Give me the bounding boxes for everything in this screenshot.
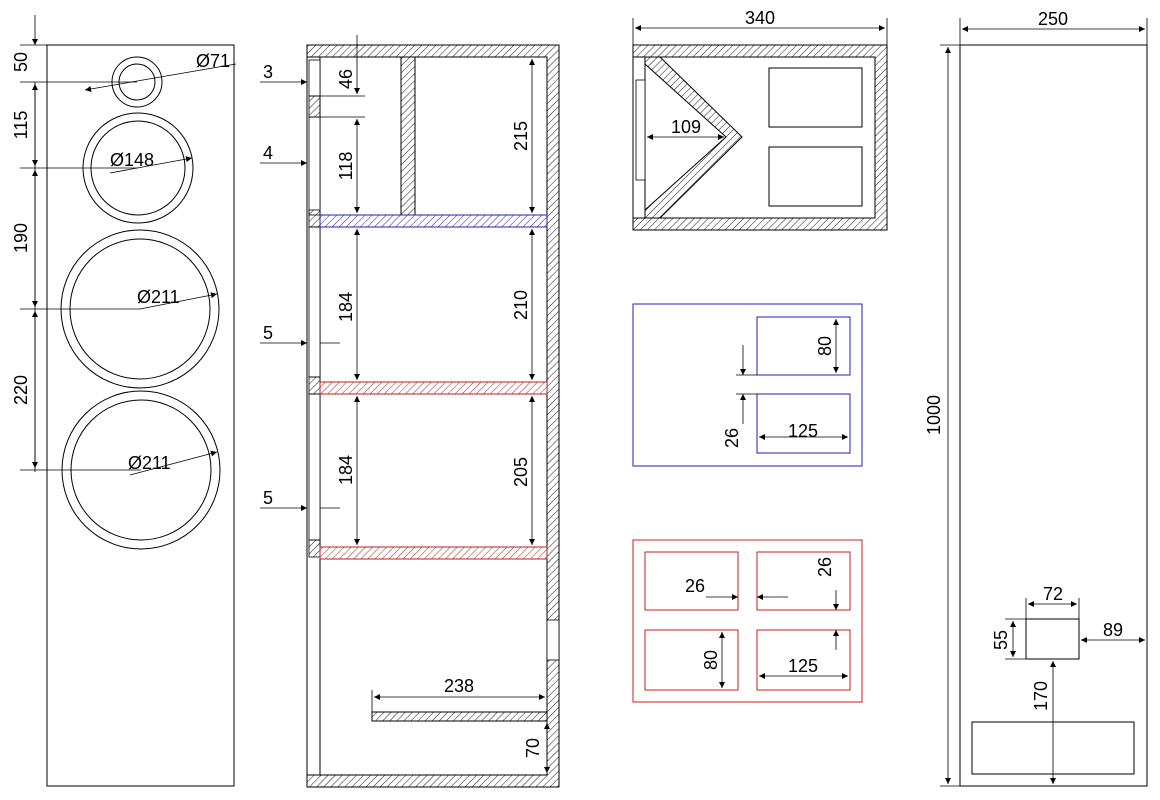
dim-184b: 184	[336, 455, 356, 485]
dim-118: 118	[336, 152, 356, 181]
dim-wall-3: 3	[263, 62, 273, 82]
red-dim-26-h: 26	[685, 576, 705, 596]
tweeter-v-enclosure	[644, 56, 743, 219]
red-dim-125: 125	[788, 656, 818, 676]
top-opening-1	[768, 67, 863, 128]
dim-70: 70	[523, 738, 543, 758]
top-view: 340 109	[632, 8, 888, 231]
red-shelf-section-1	[319, 381, 548, 395]
dia-leader-woofer1	[139, 292, 218, 310]
dim-mid-woofer1: 190	[11, 223, 31, 253]
front-baffle-outline	[46, 44, 235, 787]
dia-leader-mid	[109, 156, 193, 174]
red-shelf-opening-4	[756, 629, 851, 691]
dia-leader-woofer2	[129, 450, 218, 476]
tweeter-mid-partition	[400, 56, 416, 216]
section-view: 3 4 5 5 46 118 184 184 215 210 205 238 7…	[260, 35, 560, 788]
dim-72: 72	[1043, 584, 1063, 604]
dia-woofer2: Ø211	[128, 453, 171, 473]
blue-dim-125: 125	[788, 421, 818, 441]
blue-dim-80: 80	[815, 336, 835, 356]
blue-shelf-plan: 80 26 125	[632, 303, 863, 467]
side-view: 250 1000 72 55 89 170	[924, 9, 1148, 787]
dim-wall-5a: 5	[263, 323, 273, 343]
blue-shelf-outline	[632, 303, 863, 467]
red-shelf-opening-1	[644, 551, 739, 611]
dim-184a: 184	[336, 292, 356, 322]
side-panel-outline	[959, 44, 1148, 787]
dim-170: 170	[1031, 681, 1051, 711]
blue-shelf-opening-2	[756, 393, 851, 454]
front-view: 50 115 190 220 Ø71 Ø148 Ø211 Ø211	[11, 15, 237, 787]
red-shelf-outline	[632, 539, 863, 703]
dia-tweeter: Ø71	[196, 51, 230, 71]
dim-340: 340	[745, 8, 775, 28]
port-duct-board	[371, 711, 548, 722]
dim-woofer1-woofer2: 220	[11, 375, 31, 405]
dim-tweeter-mid: 115	[11, 111, 31, 140]
red-shelf-plan: 26 26 80 125	[632, 539, 863, 703]
red-dim-80: 80	[701, 650, 721, 670]
dim-215: 215	[511, 121, 531, 151]
dia-leader-tweeter	[84, 63, 237, 92]
dim-wall-4: 4	[263, 143, 273, 163]
blue-shelf-section	[319, 214, 548, 228]
dim-wall-5b: 5	[263, 488, 273, 508]
dim-89: 89	[1103, 620, 1123, 640]
dim-46: 46	[336, 69, 356, 89]
dim-109: 109	[671, 117, 701, 137]
dia-woofer1: Ø211	[137, 287, 180, 307]
back-port-cutout	[546, 619, 560, 661]
dia-mid: Ø148	[110, 150, 154, 170]
top-opening-2	[768, 146, 863, 207]
dim-205: 205	[511, 457, 531, 487]
dim-1000: 1000	[924, 395, 944, 435]
dim-238: 238	[444, 676, 474, 696]
dim-tweeter-top: 50	[11, 52, 31, 72]
dim-55: 55	[991, 630, 1011, 650]
red-shelf-opening-2	[756, 551, 851, 611]
dim-210: 210	[511, 290, 531, 320]
red-shelf-section-2	[319, 546, 548, 560]
dim-250: 250	[1038, 9, 1068, 29]
bass-port-opening	[1025, 618, 1080, 660]
blue-shelf-opening-1	[756, 316, 851, 376]
red-dim-26-v: 26	[815, 557, 835, 577]
blue-dim-26: 26	[722, 428, 742, 448]
red-shelf-opening-3	[644, 629, 739, 691]
